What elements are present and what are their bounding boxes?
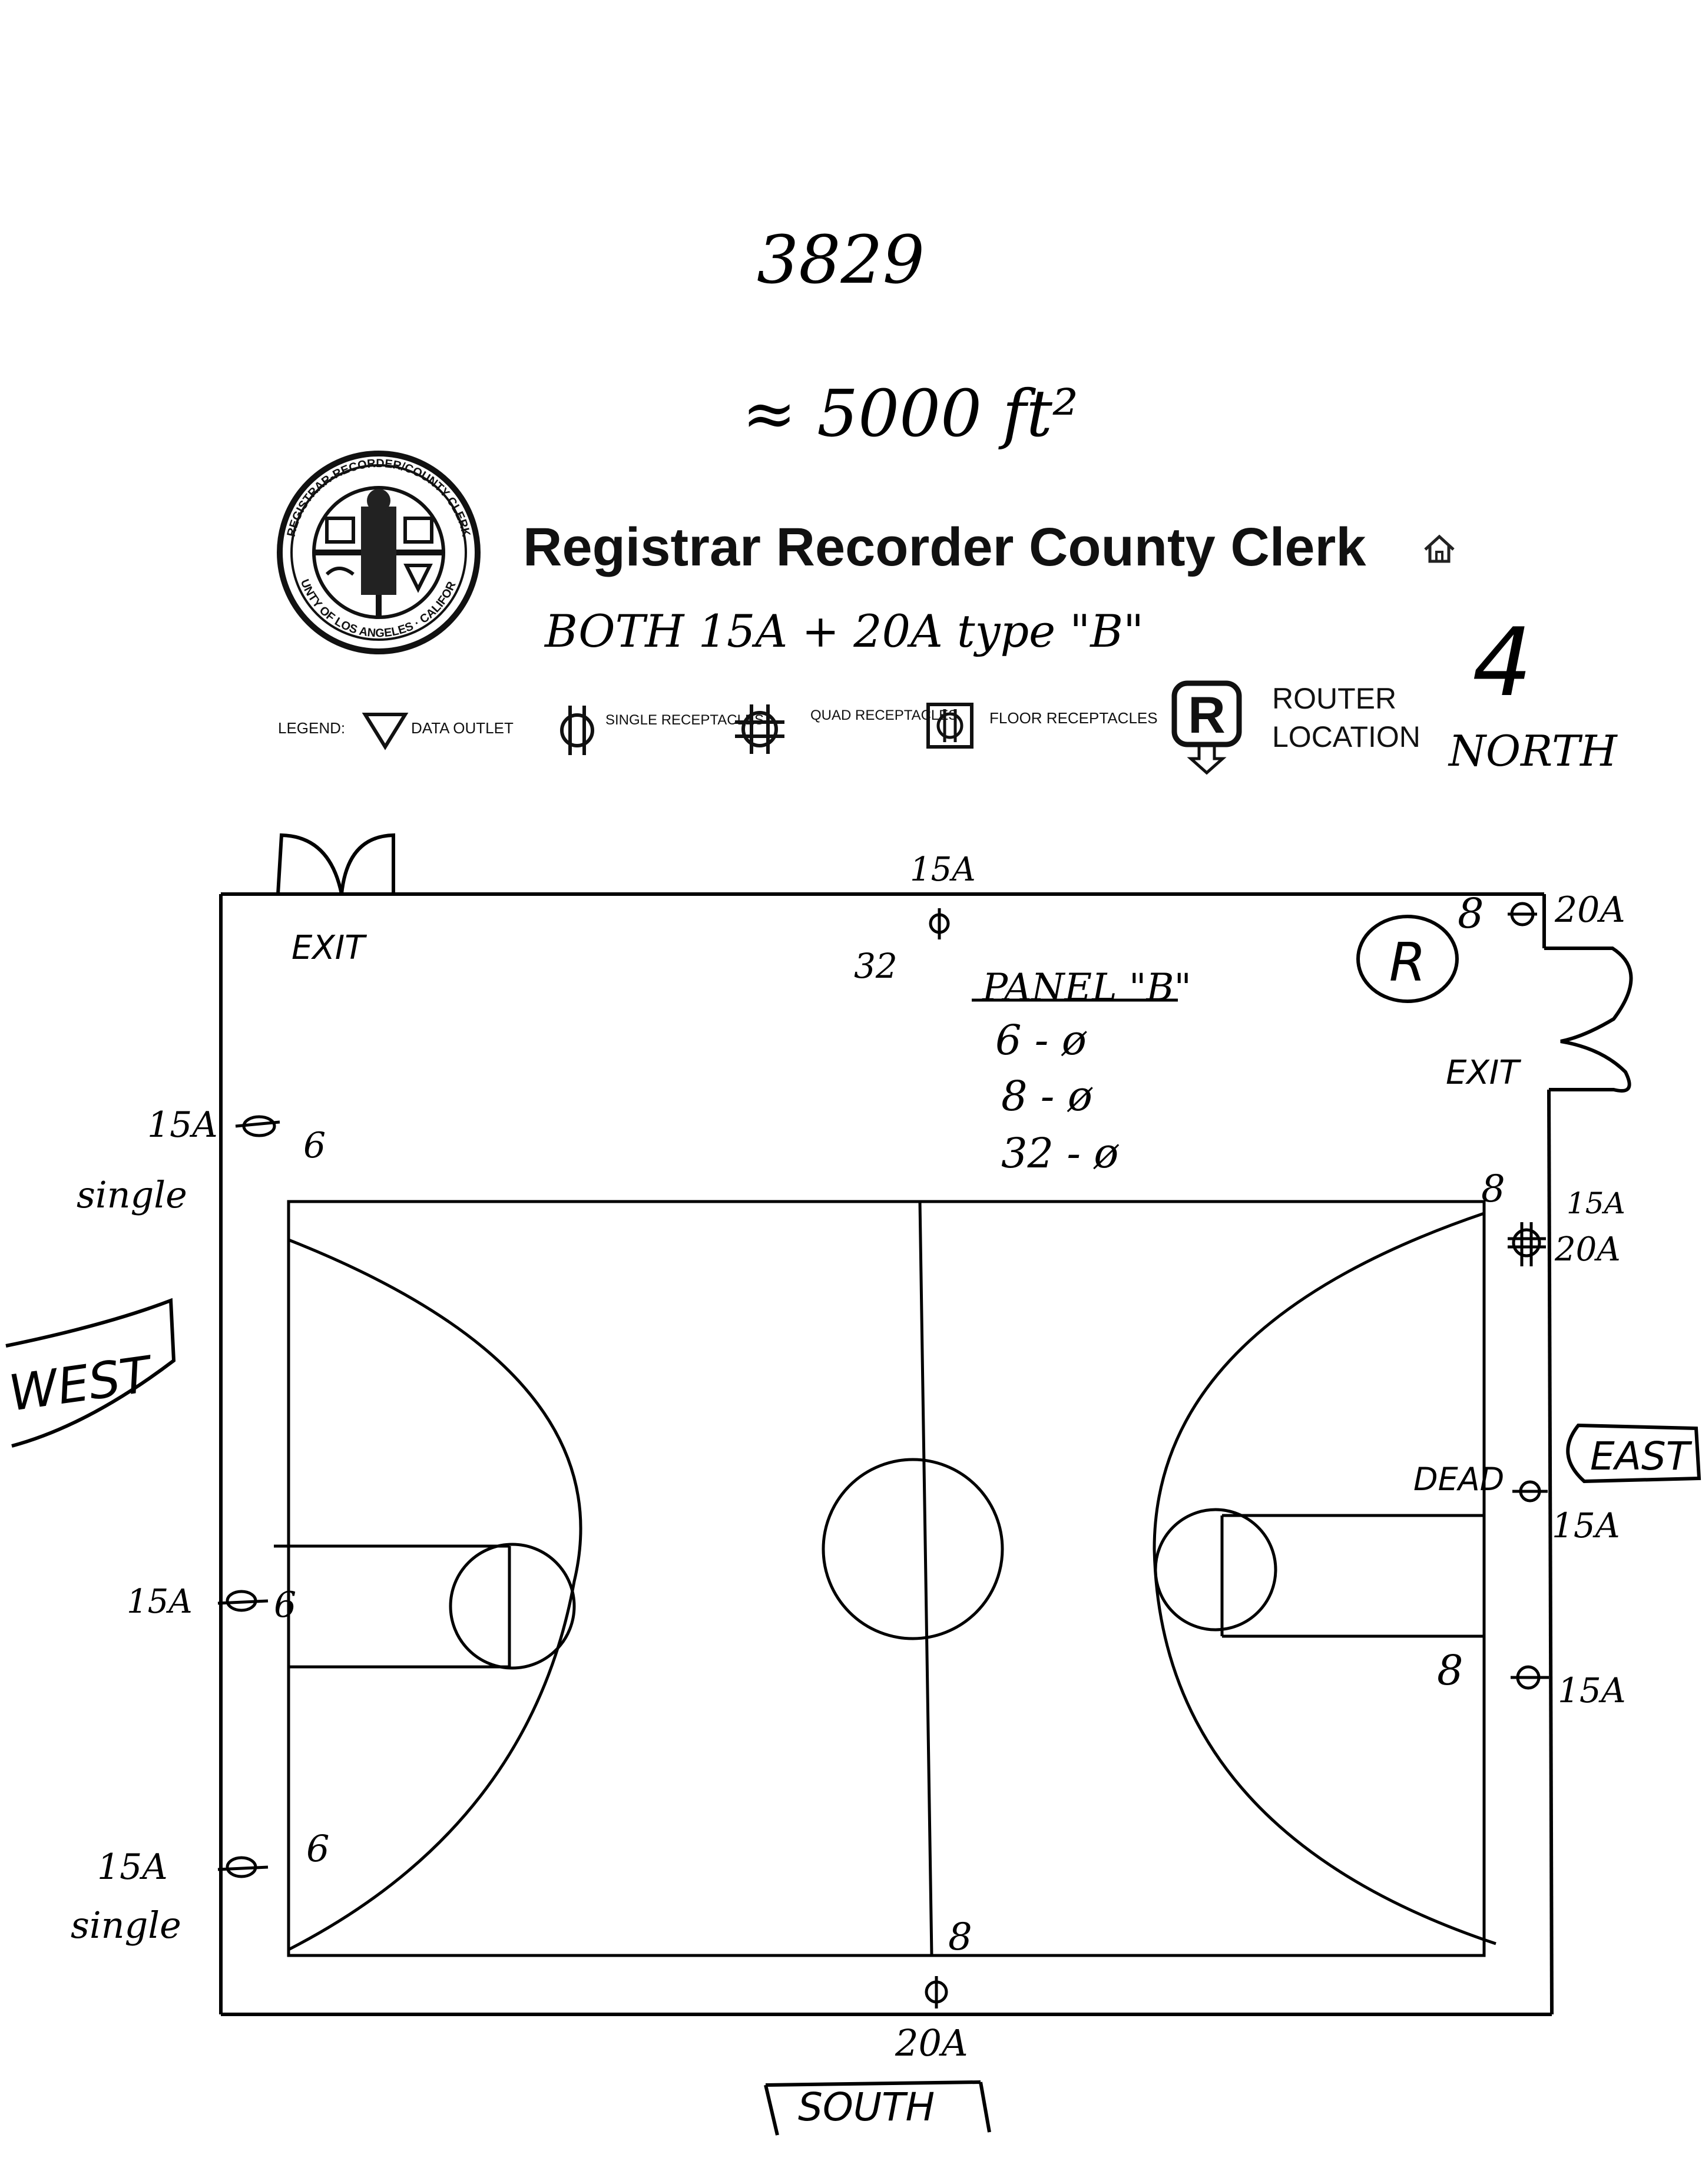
router-marker: R — [1356, 915, 1459, 1003]
receptacle-east-lower — [1511, 1665, 1549, 1690]
panel-line-1: 6 - ø — [995, 1016, 1088, 1064]
west-upper-circuit: 6 — [303, 1125, 326, 1166]
legend-data-outlet-label: DATA OUTLET — [411, 719, 514, 737]
panel-type-note: BOTH 15A + 20A type "B" — [544, 605, 1144, 657]
receptacle-west-upper — [235, 1115, 280, 1137]
legend-single-label: SINGLE RECEPTACLES — [605, 712, 764, 728]
router-location-icon: R — [1171, 680, 1242, 775]
west-lower-amp: 15A — [97, 1847, 168, 1888]
west-upper-type: single — [77, 1173, 187, 1216]
east-dead-label: DEAD — [1413, 1461, 1504, 1498]
building-outline — [219, 892, 1554, 2016]
panel-title: PANEL "B" — [982, 966, 1191, 1010]
floor-receptacle-icon — [926, 703, 973, 749]
exit-label-nw: EXIT — [292, 929, 367, 967]
ne-circuit-label: 8 — [1458, 889, 1484, 938]
east-upper-amp-2: 20A — [1554, 1230, 1621, 1269]
receptacle-east-mid — [1512, 1480, 1548, 1503]
top-circuit-label: 32 — [854, 946, 898, 986]
quad-receptacle-east-upper — [1508, 1222, 1546, 1266]
legend: LEGEND: DATA OUTLET SINGLE RECEPTACLES Q… — [278, 680, 1420, 775]
svg-text:EAST: EAST — [1590, 1434, 1693, 1479]
east-lower-amp: 15A — [1558, 1670, 1626, 1710]
east-mid-amp: 15A — [1552, 1505, 1620, 1546]
top-amp-label: 15A — [910, 851, 976, 889]
svg-text:SOUTH: SOUTH — [798, 2084, 935, 2130]
panel-line-2: 8 - ø — [1001, 1072, 1094, 1120]
south-tag: SOUTH — [764, 2080, 991, 2136]
svg-text:R: R — [1389, 932, 1426, 994]
south-amp-label: 20A — [895, 2021, 968, 2064]
legend-quad-label: QUAD RECEPTACLES — [810, 707, 958, 723]
panel-b-note: PANEL "B" 6 - ø 8 - ø 32 - ø — [972, 966, 1191, 1177]
exit-door-ne — [1544, 947, 1633, 1093]
ne-amp-label: 20A — [1554, 889, 1625, 931]
quad-receptacle-icon — [735, 704, 784, 754]
agency-title: Registrar Recorder County Clerk — [523, 517, 1366, 577]
floor-area: ≈ 5000 ft² — [742, 376, 1078, 451]
west-tag: WEST — [5, 1298, 176, 1448]
home-icon — [1424, 534, 1455, 563]
east-lower-circuit: 8 — [1437, 1646, 1463, 1695]
west-mid-amp: 15A — [127, 1583, 193, 1621]
receptacle-west-mid — [217, 1590, 269, 1612]
receptacle-ne — [1508, 902, 1537, 926]
west-lower-type: single — [71, 1904, 181, 1947]
county-seal-logo: REGISTRAR-RECORDER/COUNTY CLERK COUNTY O… — [0, 0, 481, 654]
receptacle-west-lower — [217, 1856, 269, 1878]
svg-text:R: R — [1188, 686, 1226, 744]
exit-label-ne: EXIT — [1446, 1054, 1521, 1092]
receptacle-top — [929, 908, 950, 939]
east-tag: EAST — [1566, 1423, 1701, 1484]
single-receptacle-icon — [560, 706, 594, 755]
receptacle-south — [925, 1976, 948, 2008]
south-circuit-label: 8 — [948, 1915, 972, 1959]
basketball-court — [274, 1200, 1496, 1957]
legend-label: LEGEND: — [278, 719, 345, 737]
north-arrow-icon: 4 — [1472, 607, 1532, 717]
legend-floor-label: FLOOR RECEPTACLES — [989, 709, 1158, 727]
north-label: NORTH — [1448, 726, 1618, 776]
legend-router-label-2: LOCATION — [1272, 720, 1420, 753]
east-upper-circuit: 8 — [1481, 1167, 1505, 1211]
exit-door-nw — [276, 833, 395, 895]
west-mid-circuit: 6 — [274, 1584, 296, 1626]
east-upper-amp-1: 15A — [1567, 1186, 1625, 1220]
svg-text:WEST: WEST — [5, 1345, 157, 1422]
west-upper-amp: 15A — [147, 1104, 218, 1146]
legend-router-label-1: ROUTER — [1272, 682, 1396, 715]
data-outlet-icon — [362, 713, 409, 750]
panel-line-3: 32 - ø — [1001, 1129, 1120, 1177]
west-lower-circuit: 6 — [306, 1827, 329, 1870]
building-number: 3829 — [757, 222, 925, 299]
